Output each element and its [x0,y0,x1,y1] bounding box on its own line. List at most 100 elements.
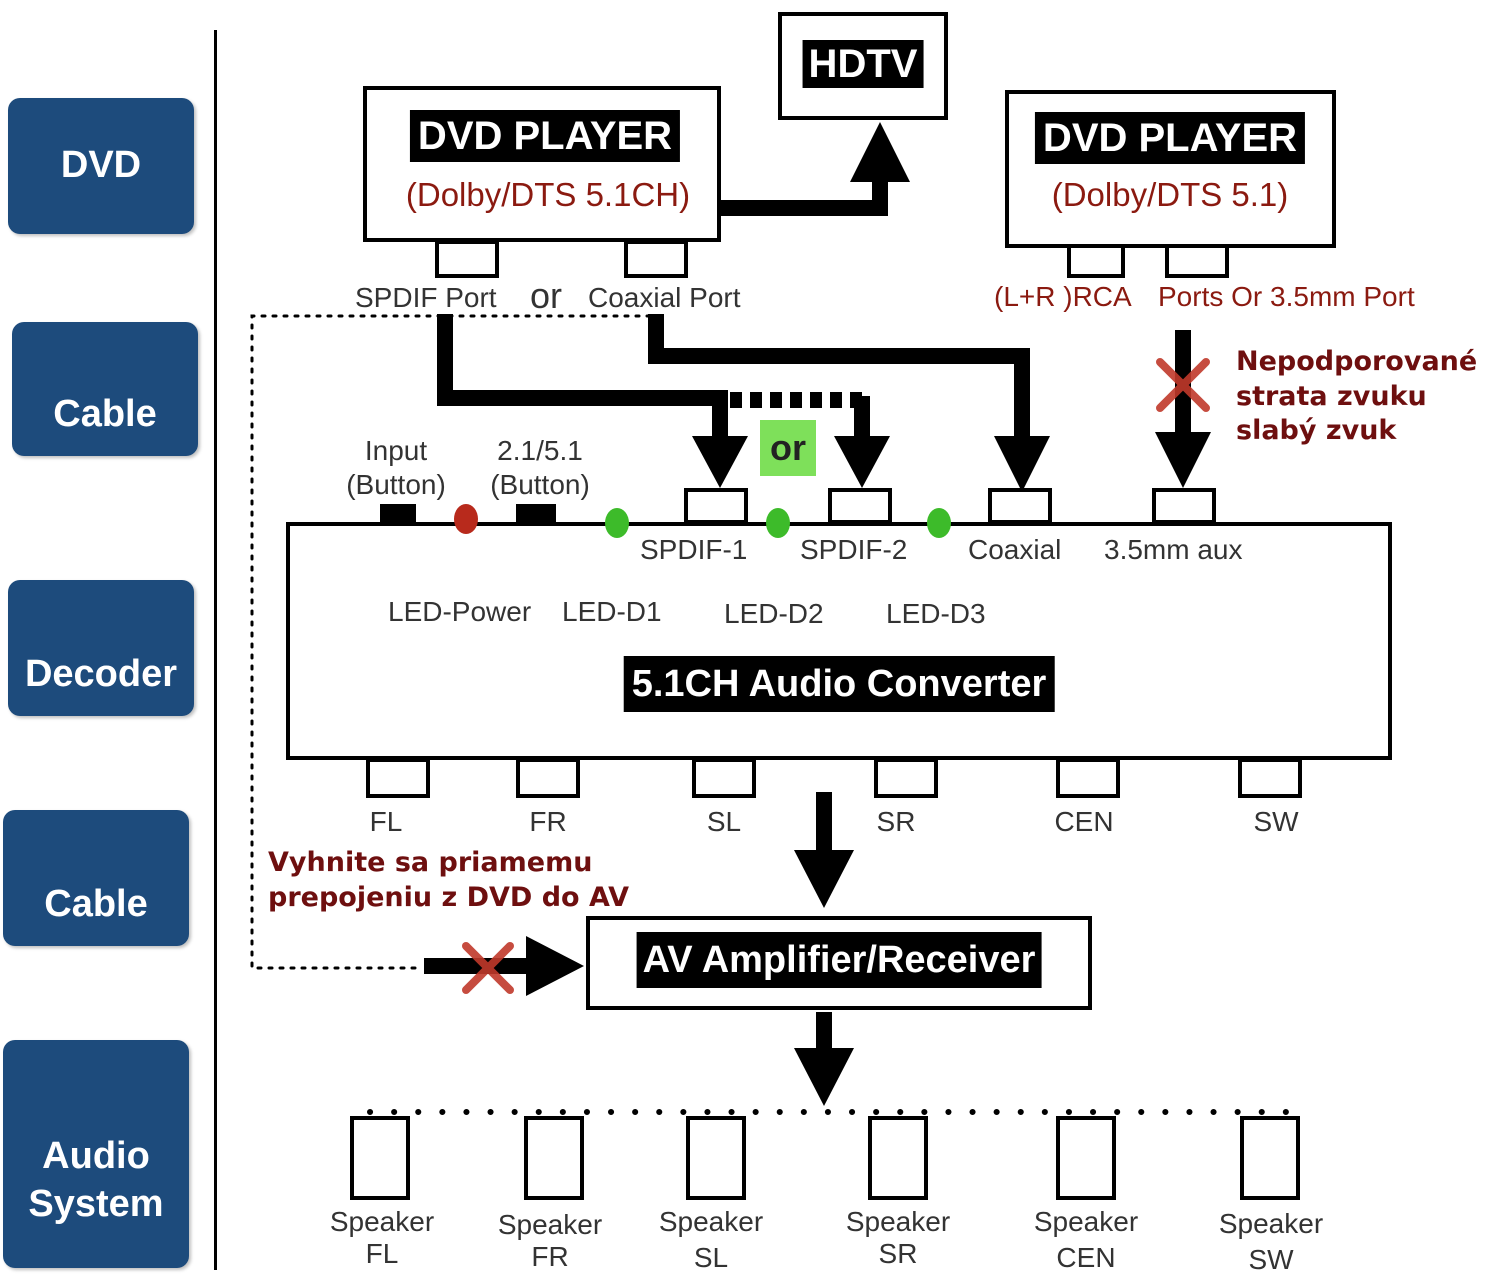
speaker-label-sl: Speaker SL [659,1204,763,1277]
output-socket-fl [366,758,430,798]
output-label-sr: SR [876,806,916,837]
x-mark-icon [462,942,514,994]
x-mark-icon [1156,358,1210,412]
hdtv-arrow-line [720,180,888,216]
mode-button-label-line: 2.1/5.1 [497,435,583,466]
output-label-fr: FR [529,806,567,837]
sidebar-cable-label-2: Cable [44,882,148,925]
bypass-arrow-head [526,936,584,996]
output-label-fl: FL [369,806,403,837]
input-label-aux: 3.5mm aux [1104,534,1243,565]
speaker-cen [1056,1116,1116,1200]
coaxial-port-label: Coaxial Port [588,282,741,313]
sidebar-cable-2: Cable [3,810,189,946]
spdif-port-label: SPDIF Port [355,282,497,313]
speaker-label-line: Speaker [1033,1206,1139,1237]
aux-arrow-head [1155,432,1211,488]
unsupported-note-line: Nepodporované [1236,346,1478,377]
dvd-player-left-title: DVD PLAYER [409,110,681,162]
unsupported-note-line: strata zvuku [1236,380,1427,412]
unsupported-note: Nepodporované strata zvuku slabý zvuk [1236,345,1477,449]
speaker-fl [350,1116,410,1200]
or-word: or [530,275,563,316]
output-label-cen: CEN [1054,806,1114,837]
speaker-label-line: Speaker [658,1206,764,1237]
led-d1-label: LED-D1 [562,596,662,627]
mode-button-label: 2.1/5.1 (Button) [490,434,590,501]
speaker-label-line: FL [365,1238,399,1270]
output-socket-sl [692,758,756,798]
coaxial-port-socket [624,240,688,278]
input-button-label: Input (Button) [346,434,446,501]
mode-button[interactable] [516,504,556,524]
output-socket-sr [874,758,938,798]
aux-port-socket [1165,244,1229,278]
led-d3-indicator [927,508,951,538]
sidebar-decoder-label: Decoder [24,652,178,695]
coaxial-arrow-head [994,436,1050,492]
sidebar-divider [214,30,217,1270]
sidebar-decoder: Decoder [8,580,194,716]
sidebar-dvd-label: DVD [60,144,142,187]
speaker-label-line: Speaker [845,1206,951,1237]
or-badge: or [760,420,816,476]
output-socket-sw [1238,758,1302,798]
hdtv-title: HDTV [802,40,924,88]
input-label-spdif2: SPDIF-2 [800,534,908,565]
input-button-label-line: (Button) [346,468,446,500]
avoid-direct-note: Vyhnite sa priamemu prepojeniu z DVD do … [268,846,629,915]
speaker-label-line: SR [878,1238,918,1270]
av-amplifier-title: AV Amplifier/Receiver [636,932,1042,988]
speaker-label-line: CEN [1056,1242,1116,1274]
output-label-sw: SW [1253,806,1299,837]
amp-to-speakers-head [794,1048,854,1106]
speaker-label-fr: Speaker FR [498,1209,602,1273]
spdif1-socket [684,488,748,524]
dvd-player-right-title: DVD PLAYER [1034,112,1306,164]
sidebar-cable-1: Cable [12,322,198,456]
speaker-sr [868,1116,928,1200]
ports-35-label: Ports Or 3.5mm Port [1158,281,1415,312]
speaker-sw [1240,1116,1300,1200]
spdif1-arrow-head [692,436,748,488]
rca-label: (L+R )RCA [994,281,1132,312]
avoid-note-line: prepojeniu z DVD do AV [268,881,629,913]
speaker-label-line: Speaker [497,1209,603,1240]
unsupported-note-line: slabý zvuk [1236,415,1397,447]
dvd-player-left-subtitle: (Dolby/DTS 5.1CH) [405,176,691,213]
input-label-coaxial: Coaxial [968,534,1062,565]
output-socket-cen [1056,758,1120,798]
avoid-note-line: Vyhnite sa priamemu [268,847,593,878]
input-button-label-line: Input [364,435,428,466]
dvd-player-right-subtitle: (Dolby/DTS 5.1) [1051,176,1289,213]
led-power-indicator [454,504,478,534]
sidebar-cable-label: Cable [53,392,157,435]
input-button[interactable] [380,504,416,524]
led-d2-label: LED-D2 [724,598,824,629]
audio-converter-box [286,522,1392,760]
spdif-cable-line [437,314,728,440]
speaker-fr [524,1116,584,1200]
mode-button-label-line: (Button) [490,468,590,500]
led-d3-label: LED-D3 [886,598,986,629]
sidebar-dvd: DVD [8,98,194,234]
hdtv-arrow-head [850,122,910,182]
input-label-spdif1: SPDIF-1 [640,534,748,565]
led-d2-indicator [766,508,790,538]
speaker-label-sw: Speaker SW [1219,1206,1323,1279]
rca-port-socket [1067,244,1125,278]
spdif2-socket [828,488,892,524]
speaker-label-line: SL [693,1242,729,1274]
speaker-label-line: SW [1248,1244,1294,1276]
aux-socket [1152,488,1216,524]
led-d1-indicator [605,508,629,538]
converter-title: 5.1CH Audio Converter [623,656,1055,712]
speaker-sl [686,1116,746,1200]
speaker-label-fl: Speaker FL [330,1206,434,1270]
speaker-label-cen: Speaker CEN [1034,1204,1138,1277]
speaker-label-line: Speaker [1218,1208,1324,1239]
converter-to-amp-head [794,850,854,908]
led-power-label: LED-Power [388,596,532,627]
output-label-sl: SL [706,806,742,837]
